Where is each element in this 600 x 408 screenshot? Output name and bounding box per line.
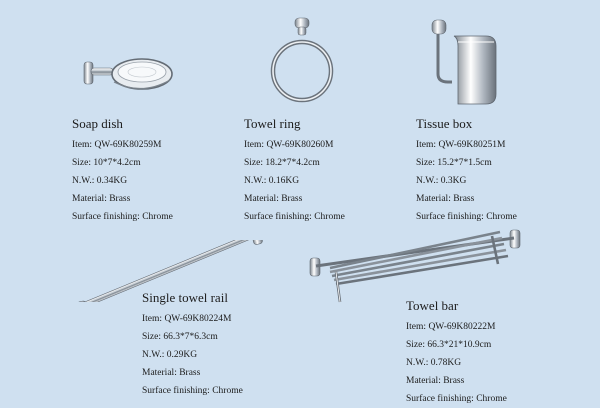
product-name: Towel ring (244, 116, 301, 131)
product-towel-bar: Towel bar ItemQW-69K80222M Size66.3*21*1… (406, 298, 507, 408)
soap-dish-icon (83, 58, 173, 90)
towel-ring-icon (270, 17, 334, 103)
spec-item: ItemQW-69K80224M (142, 310, 243, 328)
towel-bar-icon (309, 229, 521, 303)
spec-material: MaterialBrass (406, 372, 507, 390)
spec-weight: N.W.0.29KG (142, 346, 243, 364)
spec-size: Size10*7*4.2cm (72, 154, 173, 172)
product-name: Tissue box (416, 116, 473, 131)
spec-material: MaterialBrass (244, 190, 345, 208)
product-towel-ring: Towel ring ItemQW-69K80260M Size18.2*7*4… (244, 116, 345, 226)
spec-weight: N.W.0.78KG (406, 354, 507, 372)
spec-weight: N.W.0.3KG (416, 172, 517, 190)
spec-material: MaterialBrass (142, 364, 243, 382)
spec-material: MaterialBrass (72, 190, 173, 208)
product-soap-dish: Soap dish ItemQW-69K80259M Size10*7*4.2c… (72, 116, 173, 226)
spec-weight: N.W.0.16KG (244, 172, 345, 190)
spec-size: Size15.2*7*1.5cm (416, 154, 517, 172)
spec-surface: Surface finishingChrome (142, 382, 243, 400)
single-towel-rail-icon (76, 240, 263, 302)
spec-size: Size66.3*21*10.9cm (406, 336, 507, 354)
spec-item: ItemQW-69K80222M (406, 318, 507, 336)
product-name: Towel bar (406, 298, 459, 313)
spec-surface: Surface finishingChrome (72, 208, 173, 226)
spec-size: Size66.3*7*6.3cm (142, 328, 243, 346)
product-tissue-box: Tissue box ItemQW-69K80251M Size15.2*7*1… (416, 116, 517, 226)
product-name: Soap dish (72, 116, 123, 131)
spec-surface: Surface finishingChrome (244, 208, 345, 226)
spec-surface: Surface finishingChrome (416, 208, 517, 226)
spec-item: ItemQW-69K80251M (416, 136, 517, 154)
spec-item: ItemQW-69K80260M (244, 136, 345, 154)
product-name: Single towel rail (142, 290, 228, 305)
spec-surface: Surface finishingChrome (406, 390, 507, 408)
spec-material: MaterialBrass (416, 190, 517, 208)
product-single-towel-rail: Single towel rail ItemQW-69K80224M Size6… (142, 290, 243, 400)
tissue-box-icon (431, 19, 497, 105)
spec-weight: N.W.0.34KG (72, 172, 173, 190)
spec-item: ItemQW-69K80259M (72, 136, 173, 154)
spec-size: Size18.2*7*4.2cm (244, 154, 345, 172)
